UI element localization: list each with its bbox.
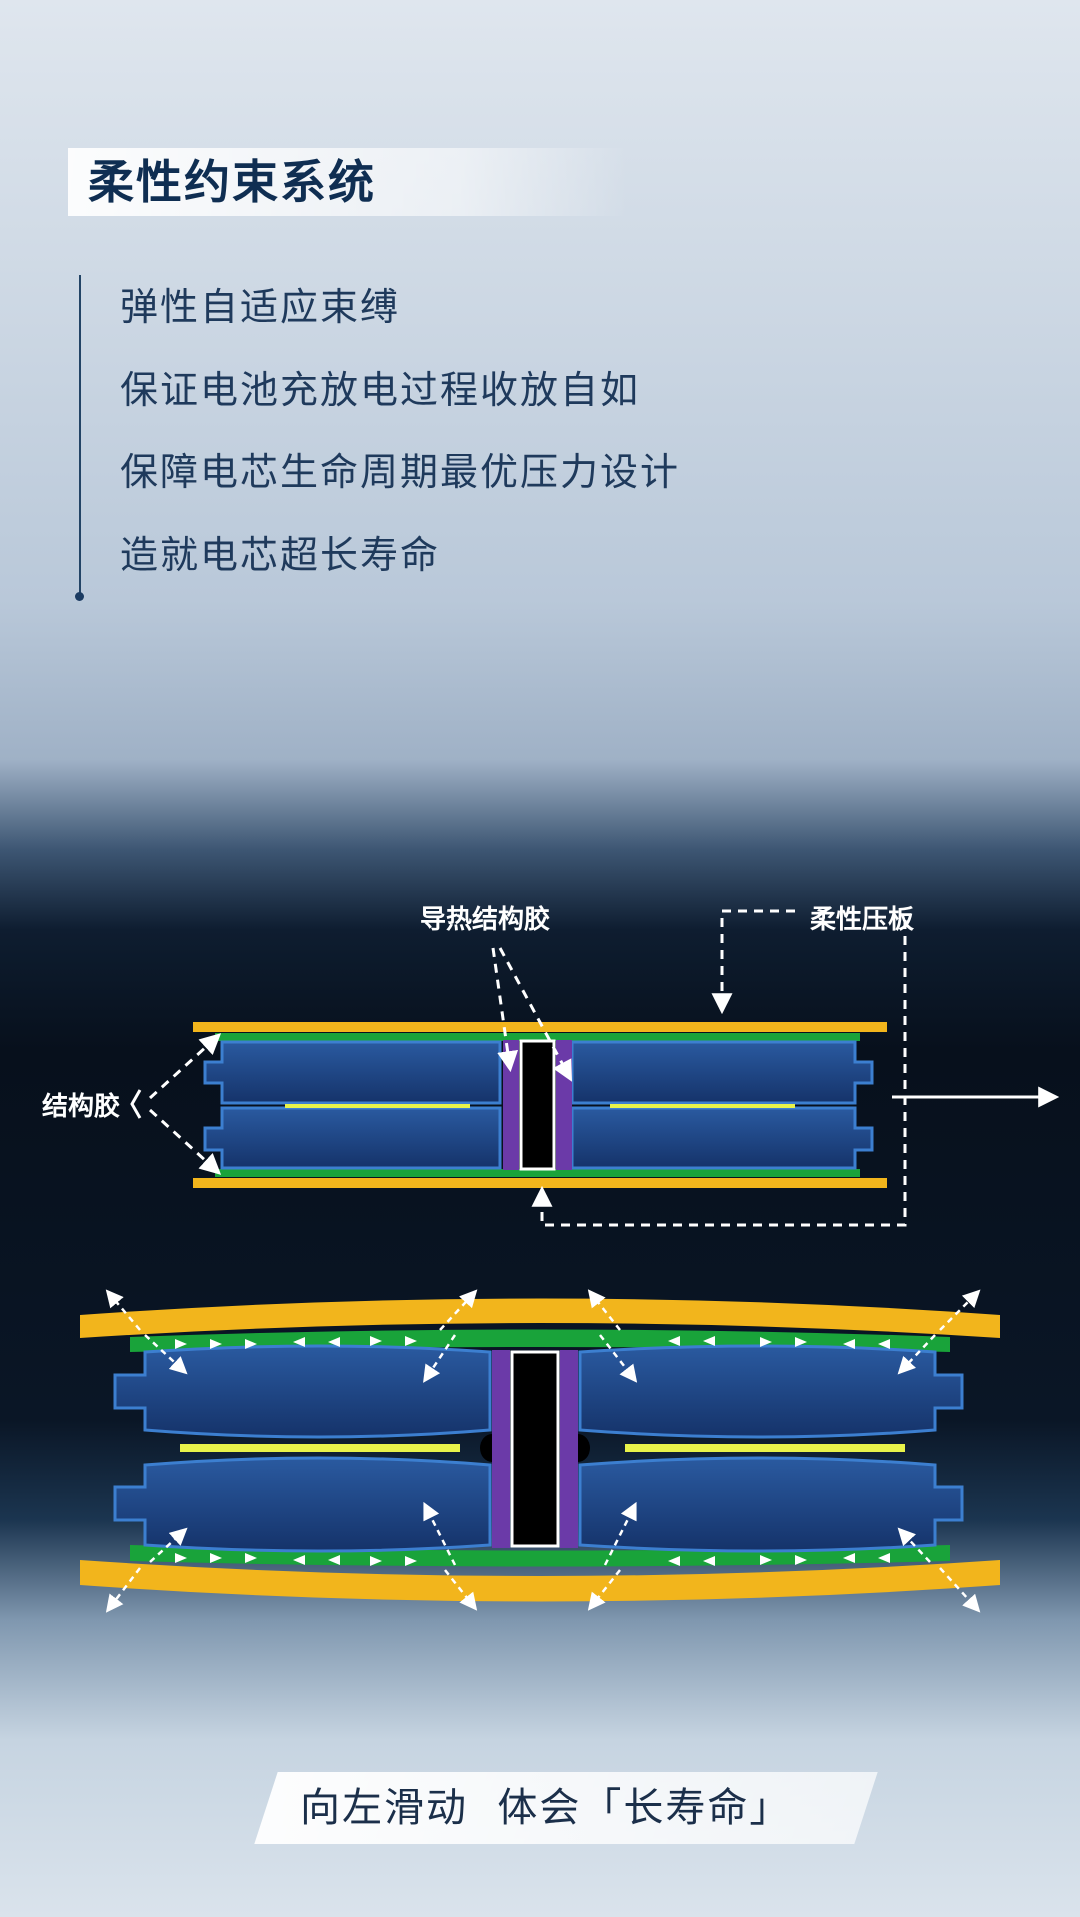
bullet-4: 造就电芯超长寿命	[120, 533, 441, 577]
bottom-diagram	[80, 1289, 1000, 1613]
top-plate-upper	[193, 1022, 887, 1032]
bottom-spacer-right	[560, 1350, 578, 1548]
top-glue-lower	[215, 1169, 860, 1177]
label-structural-glue: 结构胶	[42, 1091, 120, 1122]
top-plate-lower	[193, 1178, 887, 1188]
swipe-hint[interactable]: 向左滑动 体会「长寿命」	[300, 1785, 792, 1831]
top-cell-right-upper	[570, 1040, 874, 1105]
bottom-cell-right-lower	[578, 1456, 964, 1553]
bullet-1: 弹性自适应束缚	[120, 285, 401, 329]
brace-structural	[130, 1089, 142, 1119]
bottom-accent-right	[625, 1444, 905, 1452]
top-accent-right	[610, 1104, 795, 1108]
bottom-plate-lower	[80, 1560, 1000, 1602]
top-diagram	[130, 909, 1060, 1227]
callout-thermal-2	[498, 947, 572, 1082]
bottom-chevrons	[175, 1336, 890, 1566]
callout-plate	[711, 909, 795, 1015]
title-banner	[68, 148, 628, 216]
top-center-gap	[519, 1039, 556, 1171]
bullet-divider	[79, 275, 81, 595]
label-flexible-plate: 柔性压板	[810, 905, 914, 935]
bottom-center-gap	[510, 1350, 560, 1548]
top-cell-right-lower	[570, 1106, 874, 1170]
top-cell-left-upper	[203, 1040, 502, 1105]
callout-plate-lower	[531, 920, 907, 1227]
bottom-pressure-arrows	[105, 1289, 981, 1613]
bullet-3: 保障电芯生命周期最优压力设计	[120, 450, 681, 494]
label-thermal-glue: 导热结构胶	[420, 904, 550, 935]
bottom-spacer-left	[492, 1350, 510, 1548]
top-cell-left-lower	[203, 1106, 502, 1170]
bottom-accent-left	[180, 1444, 460, 1452]
page-title: 柔性约束系统	[88, 155, 376, 209]
callout-thermal-1	[491, 947, 519, 1073]
bottom-cell-right-upper	[578, 1344, 964, 1439]
top-spacer-left	[503, 1040, 519, 1170]
bottom-plate-upper	[80, 1298, 1000, 1338]
bottom-cell-left-upper	[113, 1344, 492, 1439]
top-glue-upper	[215, 1033, 860, 1041]
top-spacer-right	[556, 1040, 572, 1170]
bullet-2: 保证电池充放电过程收放自如	[120, 368, 641, 412]
bottom-cell-left-lower	[113, 1456, 492, 1553]
top-accent-left	[285, 1104, 470, 1108]
bullet-divider-dot	[75, 592, 84, 601]
